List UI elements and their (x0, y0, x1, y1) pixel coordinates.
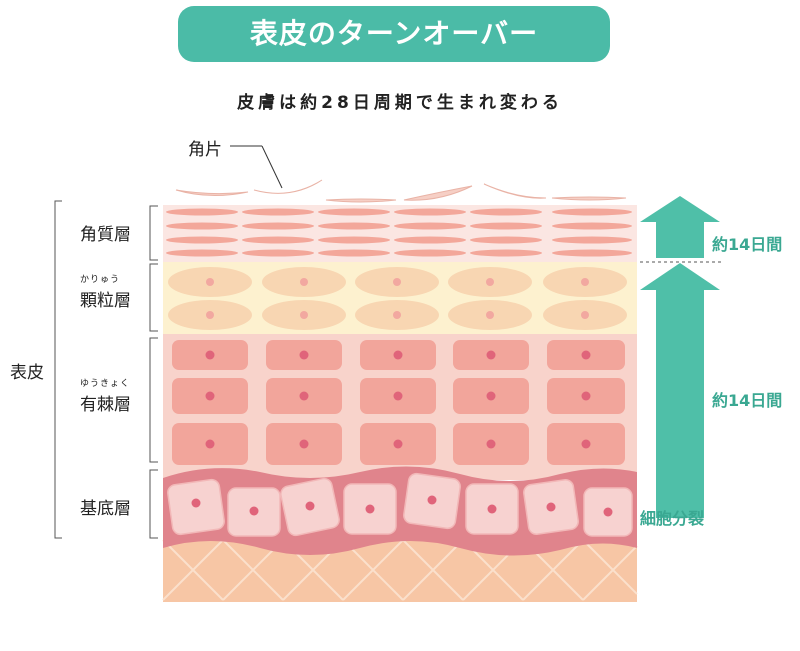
layer-brackets (54, 200, 158, 539)
lower-period-label: 約14日間 (712, 391, 783, 410)
page-title: 表皮のターンオーバー (249, 17, 539, 50)
stratum-granulosum-ruby: かりゅう (80, 275, 121, 285)
stratum-spinosum-ruby: ゆうきょく (80, 379, 131, 389)
cell-division-label: 細胞分裂 (640, 509, 705, 528)
basal-band (163, 466, 637, 556)
title-banner (178, 6, 610, 62)
corneum-cells (166, 208, 632, 257)
basal-nuclei (191, 495, 613, 517)
page-subtitle: 皮膚は約28日周期で生まれ変わる (237, 93, 563, 113)
stratum-corneum-label: 角質層 (80, 225, 131, 245)
horn-flake-label: 角片 (188, 140, 222, 160)
stratum-spinosum-label: 有棘層 (80, 395, 131, 415)
spinosum-nuclei (205, 350, 591, 449)
dermis-pattern (162, 539, 638, 601)
stratum-basale-label: 基底層 (80, 499, 131, 519)
upper-period-label: 約14日間 (712, 235, 783, 254)
granulosum-cells (168, 267, 627, 330)
epidermis-label: 表皮 (10, 363, 44, 383)
horn-flakes (175, 179, 627, 203)
turnover-arrows (640, 196, 720, 518)
stratum-granulosum-label: 顆粒層 (80, 291, 131, 311)
